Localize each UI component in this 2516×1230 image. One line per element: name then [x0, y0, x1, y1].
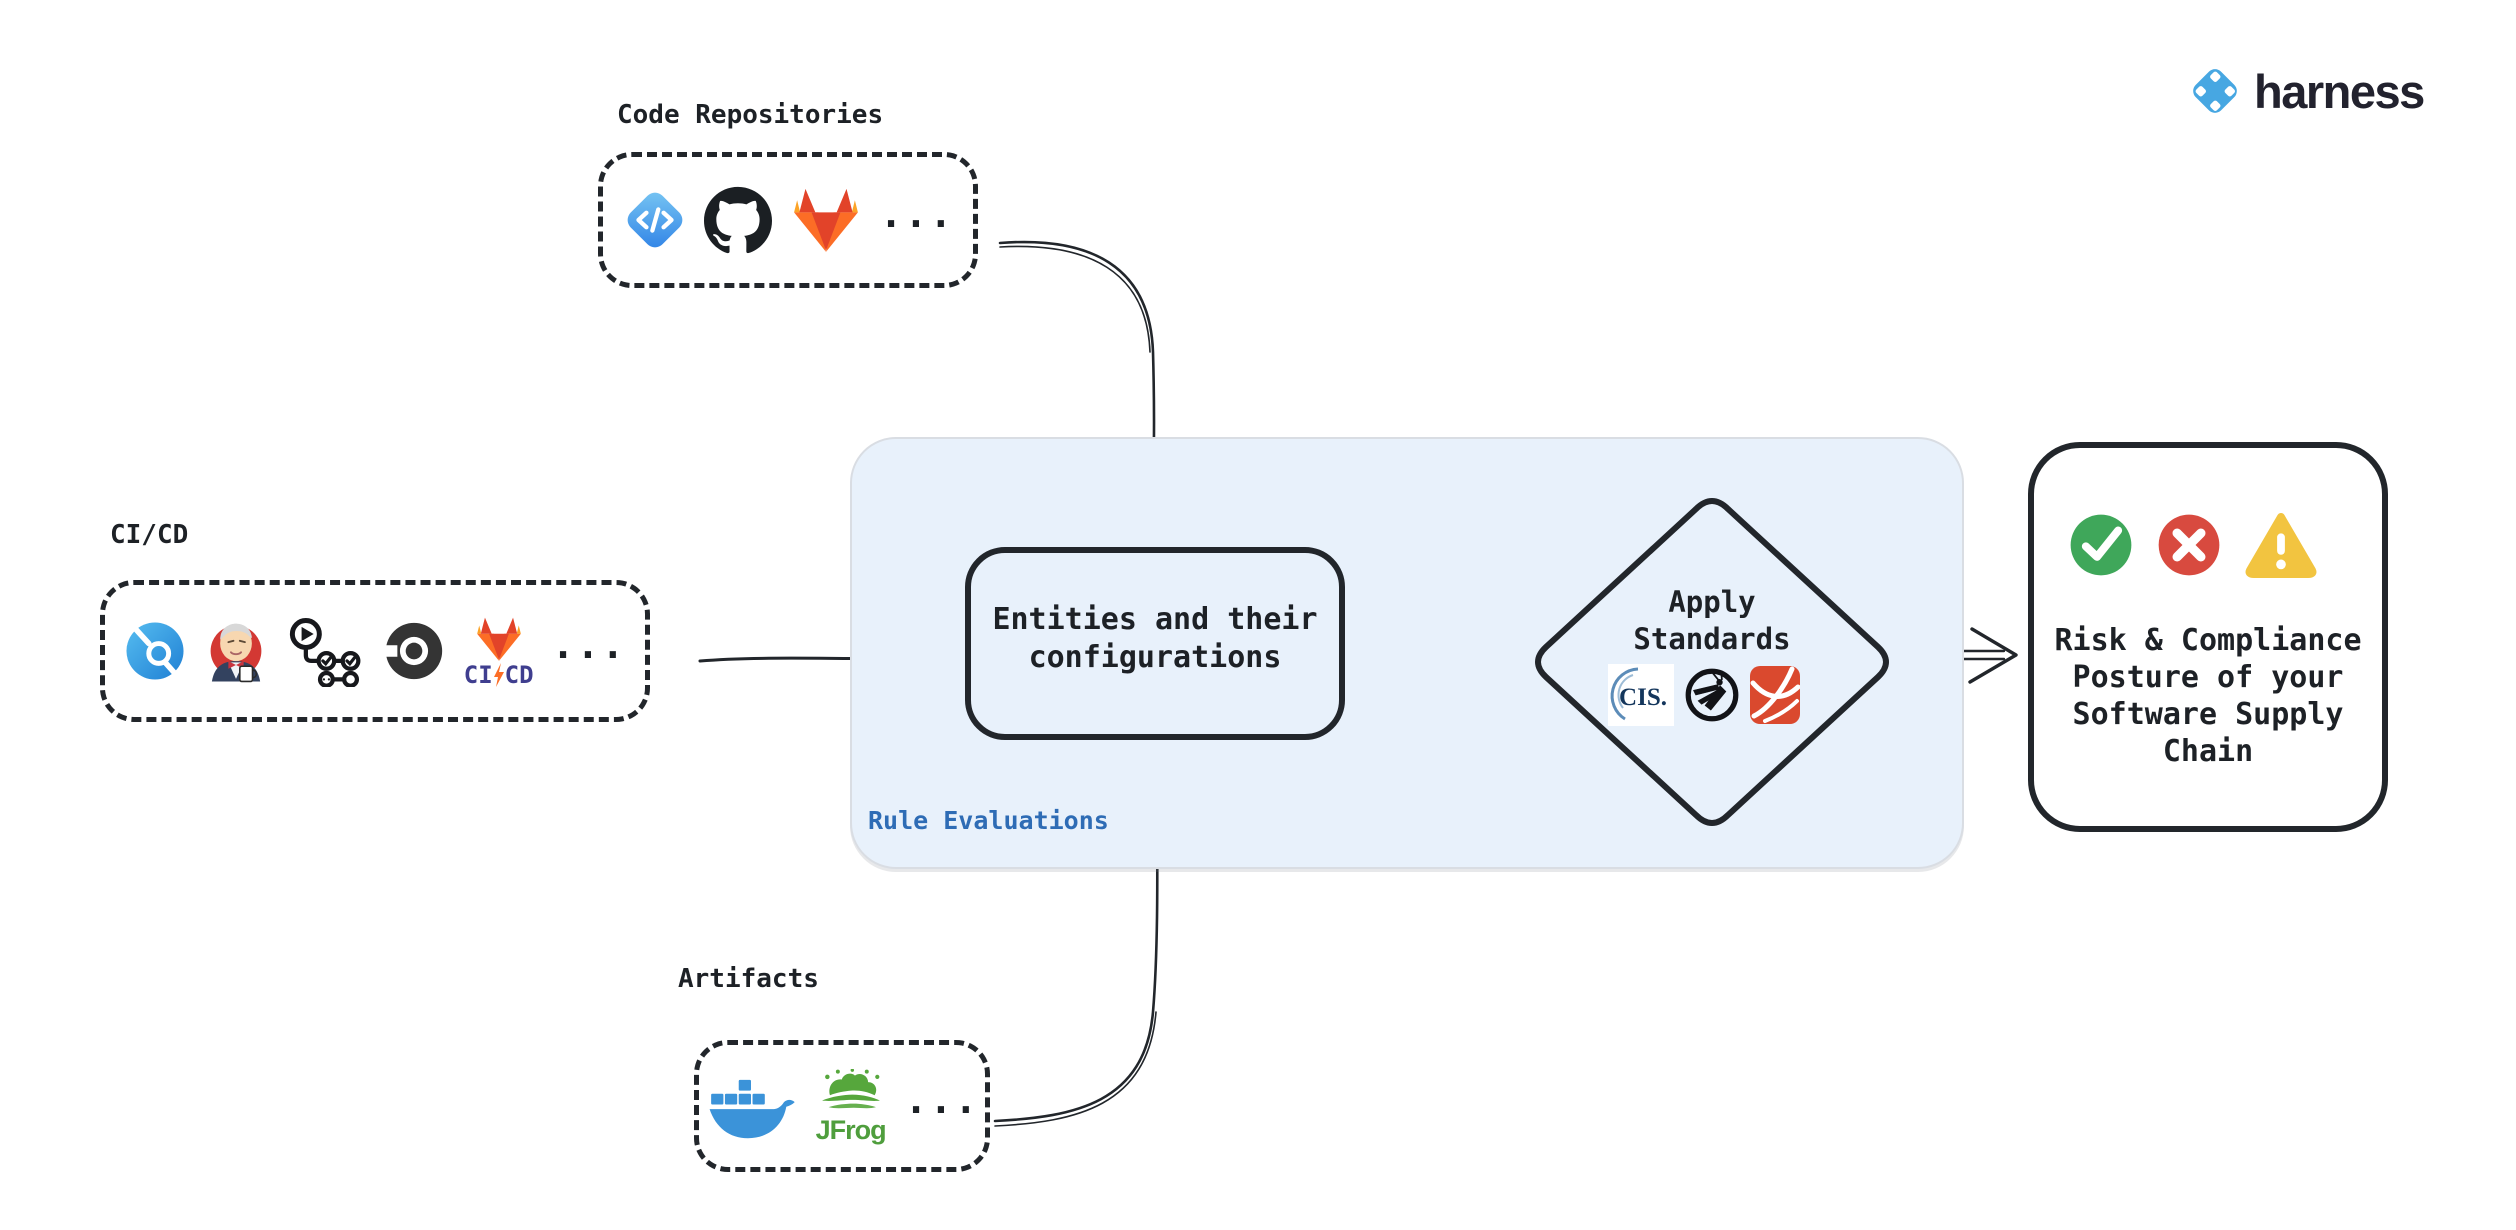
gitlab-icon: [793, 188, 858, 252]
cis-text: CIS.: [1619, 684, 1667, 711]
code-repositories-ellipsis: ...: [879, 192, 955, 236]
red-ribbon-logo: [1750, 666, 1800, 724]
cross-circle-icon: [2158, 514, 2220, 576]
gitlab-cicd-label: CI CD: [464, 663, 534, 687]
check-circle-icon: [2070, 514, 2132, 576]
harness-ci-icon: [126, 622, 184, 680]
apply-standards-diamond: [1535, 498, 1889, 826]
warning-triangle-icon: [2245, 512, 2317, 578]
code-repositories-label: Code Repositories: [617, 100, 884, 130]
risk-line-2: Posture of your: [2072, 660, 2344, 695]
owasp-logo: [1685, 668, 1739, 722]
jenkins-icon: [210, 623, 262, 683]
github-icon: [703, 186, 772, 254]
artifacts-ellipsis: ...: [904, 1078, 980, 1122]
apply-standards-text: Apply Standards: [1522, 584, 1902, 658]
entities-line1: Entities and their: [992, 602, 1318, 637]
brand-wordmark: harness: [2254, 64, 2425, 118]
github-actions-icon: [289, 618, 361, 687]
standards-line: Standards: [1633, 622, 1791, 656]
jfrog-label: JFrog: [815, 1114, 887, 1145]
brand-logo: harness: [2186, 62, 2425, 120]
standards-icons-row: CIS.: [1608, 664, 1800, 726]
cicd-label: CI/CD: [110, 520, 189, 550]
lightning-bolt-icon: [493, 663, 504, 687]
jfrog-icon: JFrog: [811, 1068, 891, 1145]
cicd-ellipsis: ...: [551, 623, 627, 667]
harness-logo-icon: [2193, 69, 2237, 113]
artifacts-label: Artifacts: [678, 964, 819, 994]
docker-icon: [709, 1079, 795, 1139]
code-repositories-box: ...: [598, 152, 978, 288]
artifacts-box: JFrog ...: [694, 1040, 990, 1172]
risk-line-3: Software Supply: [2072, 697, 2344, 732]
harness-code-icon: [627, 192, 683, 248]
risk-line-1: Risk & Compliance: [2054, 623, 2362, 658]
gitlab-ci-text: CI: [463, 661, 493, 689]
cis-logo: CIS.: [1608, 664, 1674, 726]
rule-evaluations-label: Rule Evaluations: [868, 806, 1109, 835]
cicd-box: CI CD ...: [100, 580, 650, 722]
gitlab-cd-text: CD: [504, 661, 534, 689]
risk-posture-text: Risk & Compliance Posture of your Softwa…: [2034, 622, 2382, 770]
risk-line-4: Chain: [2162, 734, 2254, 769]
entities-line2: configurations: [1028, 640, 1282, 675]
rule-evaluations-panel: [850, 437, 1964, 869]
status-icons-row: [2068, 512, 2318, 578]
entities-node: Entities and their configurations: [965, 547, 1345, 740]
risk-posture-box: Risk & Compliance Posture of your Softwa…: [2028, 442, 2388, 832]
gitlab-cicd-icon: CI CD: [464, 615, 534, 687]
circleci-icon: [381, 622, 442, 680]
apply-line: Apply: [1668, 585, 1756, 619]
gitlab-fox-icon: [476, 617, 521, 661]
jfrog-splash-icon: [821, 1068, 880, 1108]
